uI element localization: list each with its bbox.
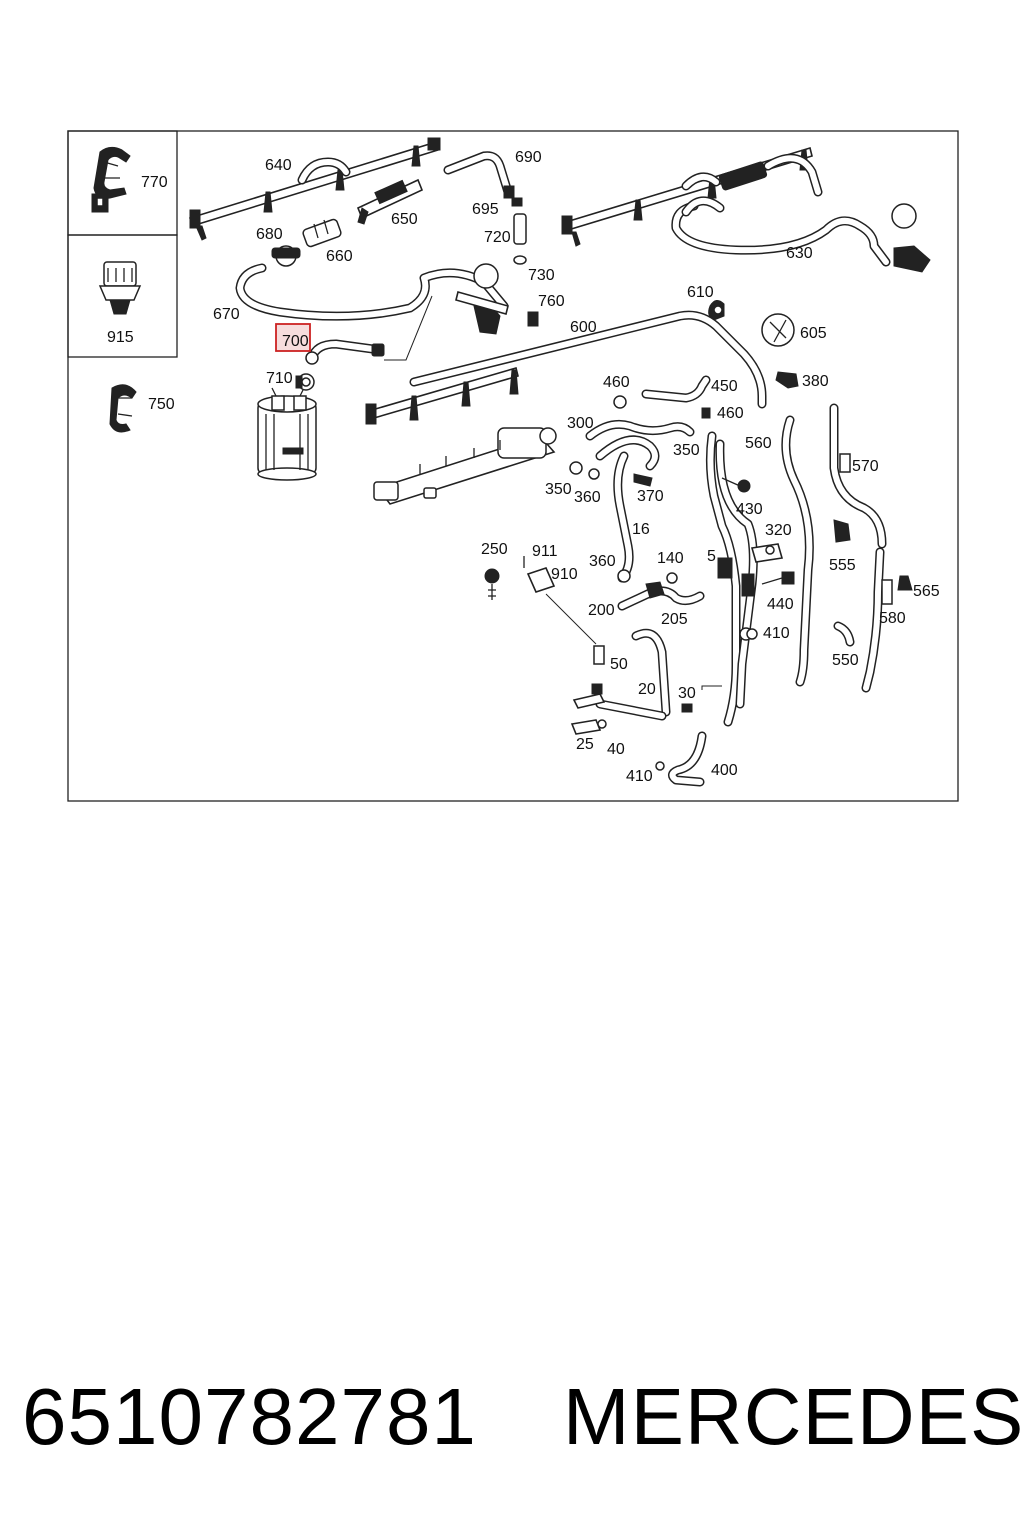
- part-label-630: 630: [786, 245, 813, 262]
- part-label-910: 910: [551, 566, 578, 583]
- part-label-440: 440: [767, 596, 794, 613]
- part-label-350-b: 350: [545, 481, 572, 498]
- inset-box-915: [67, 234, 178, 358]
- hose-400-icon: [655, 685, 722, 787]
- part-label-640: 640: [265, 157, 292, 174]
- part-label-730: 730: [528, 267, 555, 284]
- part-label-670: 670: [213, 306, 240, 323]
- clip-380-icon: [775, 371, 799, 389]
- inset-label-915: 915: [107, 329, 134, 346]
- part-label-380: 380: [802, 373, 829, 390]
- part-label-250: 250: [481, 541, 508, 558]
- inset-label-770: 770: [141, 174, 168, 191]
- part-label-600: 600: [570, 319, 597, 336]
- pump-housing-icon: [455, 263, 509, 335]
- hose-300-icon: [585, 419, 695, 471]
- hose-690-icon: [443, 151, 515, 199]
- bracket-320-icon: [750, 543, 784, 563]
- part-number: 6510782781: [22, 1372, 477, 1461]
- return-line-640-icon: [189, 137, 441, 241]
- part-label-400: 400: [711, 762, 738, 779]
- fuel-lines-5-icon: [705, 431, 758, 727]
- part-label-50: 50: [610, 656, 628, 673]
- wrench-605-icon: [761, 313, 795, 347]
- fuel-line-20-icon: [570, 628, 693, 735]
- part-label-695: 695: [472, 201, 499, 218]
- part-label-300: 300: [567, 415, 594, 432]
- part-label-460-b: 460: [717, 405, 744, 422]
- connector-200-205-icon: [617, 572, 705, 611]
- brand-name: MERCEDES: [562, 1372, 1024, 1461]
- hose-450-icon: [613, 375, 711, 419]
- part-label-430: 430: [736, 501, 763, 518]
- bolt-430-icon: [721, 477, 751, 493]
- part-label-350-a: 350: [673, 442, 700, 459]
- part-label-25: 25: [576, 736, 594, 753]
- sleeve-660-icon: [302, 218, 342, 248]
- hose-670-icon: [235, 263, 509, 321]
- bolt-440-icon: [761, 571, 795, 585]
- part-label-760: 760: [538, 293, 565, 310]
- part-label-5: 5: [707, 548, 716, 565]
- fuel-filter-icon: [257, 387, 317, 481]
- hose-16-icon: [613, 451, 634, 583]
- part-label-580: 580: [879, 610, 906, 627]
- part-label-605: 605: [800, 325, 827, 342]
- fuel-line-600-icon: [409, 310, 767, 409]
- nut-410-icon: [746, 628, 758, 640]
- return-line-630-icon: [561, 146, 931, 273]
- part-label-750: 750: [148, 396, 175, 413]
- part-label-650: 650: [391, 211, 418, 228]
- part-label-370: 370: [637, 488, 664, 505]
- part-label-570: 570: [852, 458, 879, 475]
- clamps-350-360-icon: [569, 461, 653, 487]
- part-label-555: 555: [829, 557, 856, 574]
- part-label-560: 560: [745, 435, 772, 452]
- bolt-250-icon: [484, 568, 500, 600]
- part-label-16: 16: [632, 521, 650, 538]
- sensor-910-icon: [523, 556, 597, 645]
- part-label-360-b: 360: [589, 553, 616, 570]
- part-label-205: 205: [661, 611, 688, 628]
- part-label-680: 680: [256, 226, 283, 243]
- valve-760-icon: [527, 311, 539, 327]
- part-label-410-b: 410: [626, 768, 653, 785]
- part-label-690: 690: [515, 149, 542, 166]
- clamp-710-icon: [295, 373, 315, 391]
- fuel-lines-560-570-icon: [781, 403, 913, 693]
- part-label-20: 20: [638, 681, 656, 698]
- part-label-720: 720: [484, 229, 511, 246]
- valve-650-icon: [356, 178, 424, 225]
- part-label-911: 911: [532, 543, 558, 560]
- clip-770-icon: [91, 146, 131, 213]
- product-caption: 6510782781 MERCEDES: [22, 1372, 1023, 1462]
- clamp-680-icon: [271, 245, 301, 267]
- part-label-140: 140: [657, 550, 684, 567]
- part-label-710: 710: [266, 370, 293, 387]
- fuel-rail-icon: [365, 366, 557, 505]
- part-label-460-a: 460: [603, 374, 630, 391]
- part-label-660: 660: [326, 248, 353, 265]
- connector-695-icon: [511, 197, 527, 265]
- part-label-200: 200: [588, 602, 615, 619]
- part-label-360-a: 360: [574, 489, 601, 506]
- part-label-700: 700: [282, 333, 309, 350]
- highlight-box-700: [275, 323, 311, 352]
- part-label-610: 610: [687, 284, 714, 301]
- clip-915-icon: [98, 261, 142, 315]
- part-label-40: 40: [607, 741, 625, 758]
- diagram-frame: [67, 130, 959, 802]
- clip-610-icon: [708, 300, 725, 321]
- part-label-565: 565: [913, 583, 940, 600]
- part-label-450: 450: [711, 378, 738, 395]
- part-labels: 770 915 640 690 650 695 720 680 660 730 …: [107, 149, 940, 785]
- part-label-410-a: 410: [763, 625, 790, 642]
- hose-700-icon: [305, 339, 385, 365]
- part-label-550: 550: [832, 652, 859, 669]
- part-label-320: 320: [765, 522, 792, 539]
- part-label-30: 30: [678, 685, 696, 702]
- clip-750-icon: [109, 384, 137, 433]
- sensor-50-icon: [593, 645, 605, 665]
